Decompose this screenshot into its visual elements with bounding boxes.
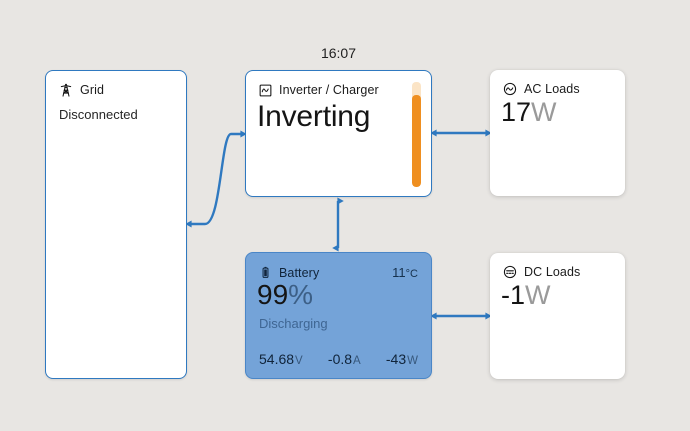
battery-voltage-unit: V: [295, 355, 303, 367]
battery-temperature-unit: °C: [405, 268, 418, 280]
inverter-load-gauge-fill: [412, 94, 421, 187]
ac-circle-icon: [503, 82, 517, 96]
battery-current: -0.8A: [328, 351, 361, 367]
ac-loads-value-number: 17: [501, 97, 532, 127]
ac-loads-card[interactable]: AC Loads 17W: [490, 70, 625, 196]
grid-card-header: Grid: [59, 83, 173, 97]
battery-soc-value: 99: [257, 279, 289, 310]
dc-circle-icon: [503, 265, 517, 279]
grid-status-text: Disconnected: [59, 107, 138, 122]
inverter-load-gauge: [412, 82, 421, 187]
inverter-icon: [259, 84, 272, 97]
battery-voltage: 54.68V: [259, 351, 303, 367]
inverter-card-title: Inverter / Charger: [279, 83, 379, 97]
ac-loads-value-unit: W: [531, 97, 557, 127]
transmission-tower-icon: [59, 83, 73, 97]
battery-voltage-value: 54.68: [259, 351, 295, 367]
ac-loads-value: 17W: [501, 99, 557, 126]
battery-current-unit: A: [353, 355, 361, 367]
link-grid-inverter: [185, 130, 247, 228]
battery-icon: [259, 266, 272, 279]
battery-power-value: -43: [385, 351, 407, 367]
battery-temperature-value: 11: [392, 265, 406, 280]
inverter-card-header: Inverter / Charger: [259, 83, 418, 97]
inverter-state-text: Inverting: [257, 100, 371, 133]
dc-loads-card[interactable]: DC Loads -1W: [490, 253, 625, 379]
battery-power: -43W: [386, 351, 418, 367]
dc-loads-card-header: DC Loads: [503, 265, 612, 279]
clock-label: 16:07: [320, 45, 357, 61]
battery-soc: 99%: [257, 281, 313, 309]
battery-current-value: -0.8: [327, 351, 353, 367]
battery-card-title: Battery: [279, 265, 320, 280]
ac-loads-card-header: AC Loads: [503, 82, 612, 96]
battery-state-text: Discharging: [259, 316, 328, 331]
battery-power-unit: W: [407, 355, 418, 367]
battery-metrics-row: 54.68V -0.8A -43W: [259, 351, 418, 367]
dc-loads-value-unit: W: [525, 280, 551, 310]
grid-card[interactable]: Grid Disconnected: [45, 70, 187, 379]
dc-loads-card-title: DC Loads: [524, 265, 581, 279]
grid-card-title: Grid: [80, 83, 105, 97]
ac-loads-card-title: AC Loads: [524, 82, 580, 96]
dc-loads-value-number: -1: [501, 280, 526, 310]
battery-temperature: 11°C: [392, 265, 418, 280]
battery-card-header: Battery 11°C: [259, 265, 418, 280]
dc-loads-value: -1W: [501, 282, 551, 309]
battery-card[interactable]: Battery 11°C 99% Discharging 54.68V -0.8…: [245, 252, 432, 379]
inverter-card[interactable]: Inverter / Charger Inverting: [245, 70, 432, 197]
battery-soc-unit: %: [288, 279, 314, 310]
